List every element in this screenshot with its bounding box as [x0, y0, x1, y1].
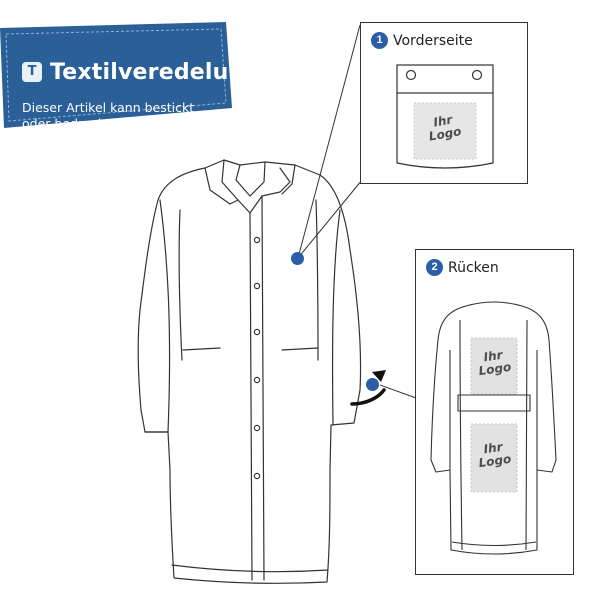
banner-title: Textilveredelung: [50, 60, 261, 85]
front-box-label: Vorderseite: [393, 32, 473, 49]
pocket-illustration: [396, 64, 494, 169]
back-detail-box: 2 Rücken Ihr Logo Ihr Logo: [415, 249, 574, 575]
front-detail-box: 1 Vorderseite Ihr Logo: [360, 22, 528, 184]
front-box-header: 1 Vorderseite: [371, 32, 473, 49]
banner-background: [0, 22, 232, 128]
banner-subtitle-line: oder bedruckt werden.: [22, 116, 165, 131]
textile-finishing-banner: T Textilveredelung Dieser Artikel kann b…: [0, 22, 260, 131]
back-logo-location-marker[interactable]: [366, 378, 379, 391]
banner-subtitle: Dieser Artikel kann bestickt oder bedruc…: [22, 100, 194, 132]
step-number-badge: 1: [371, 32, 388, 49]
back-box-label: Rücken: [448, 259, 499, 276]
banner-subtitle-line: Dieser Artikel kann bestickt: [22, 100, 195, 115]
coat-back-illustration: [430, 301, 557, 555]
back-box-header: 2 Rücken: [426, 259, 499, 276]
rotate-arrow-icon: [350, 370, 386, 406]
step-number-badge: 2: [426, 259, 443, 276]
brand-logo-icon: T: [22, 62, 42, 82]
front-logo-location-marker[interactable]: [291, 252, 304, 265]
